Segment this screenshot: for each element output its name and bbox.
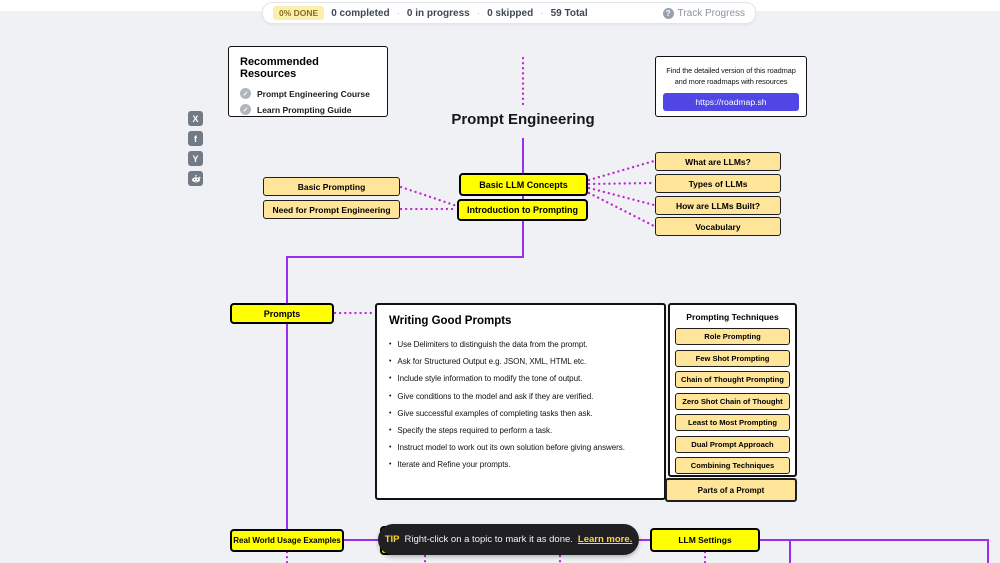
track-progress-button[interactable]: ? Track Progress <box>662 7 745 19</box>
writing-bullet: Use Delimiters to distinguish the data f… <box>389 340 652 349</box>
writing-bullet: Give conditions to the model and ask if … <box>389 392 652 401</box>
total-count: 59 Total <box>550 7 588 19</box>
node-basic-prompting[interactable]: Basic Prompting <box>263 177 400 196</box>
writing-bullet: Instruct model to work out its own solut… <box>389 443 652 452</box>
resource-label: Learn Prompting Guide <box>257 104 352 115</box>
social-share-column: X f Y <box>188 111 203 186</box>
tip-badge: TIP <box>384 534 400 545</box>
prompting-techniques-title: Prompting Techniques <box>686 312 779 322</box>
page-title: Prompt Engineering <box>451 111 595 128</box>
node-dual-prompt-approach[interactable]: Dual Prompt Approach <box>675 435 790 453</box>
reddit-icon[interactable] <box>188 171 203 186</box>
promo-text-line2: and more roadmaps with resources <box>674 77 788 87</box>
node-need-for-prompt-engineering[interactable]: Need for Prompt Engineering <box>263 200 400 219</box>
node-parts-of-a-prompt[interactable]: Parts of a Prompt <box>665 478 797 502</box>
promo-text-line1: Find the detailed version of this roadma… <box>666 66 796 75</box>
node-role-prompting[interactable]: Role Prompting <box>675 328 790 345</box>
writing-bullet: Ask for Structured Output e.g. JSON, XML… <box>389 357 652 366</box>
twitter-x-icon[interactable]: X <box>188 111 203 126</box>
prompting-techniques-box: Prompting Techniques Role Prompting Few … <box>668 303 797 477</box>
check-circle-icon: ✓ <box>240 104 251 115</box>
node-what-are-llms[interactable]: What are LLMs? <box>655 152 781 171</box>
resources-title: Recommended Resources <box>240 56 319 80</box>
completed-count: 0 completed <box>331 7 390 19</box>
roadmap-sh-link-button[interactable]: https://roadmap.sh <box>663 92 799 111</box>
recommended-resources-box: Recommended Resources ✓ Prompt Engineeri… <box>228 46 388 117</box>
node-real-world-usage-examples[interactable]: Real World Usage Examples <box>230 529 344 552</box>
facebook-icon[interactable]: f <box>188 131 203 146</box>
skipped-count: 0 skipped <box>487 7 534 19</box>
separator: · <box>540 7 544 19</box>
progress-bar: 0% DONE 0 completed · 0 in progress · 0 … <box>262 2 756 24</box>
resource-link[interactable]: ✓ Learn Prompting Guide <box>240 104 376 115</box>
writing-good-prompts-box[interactable]: Writing Good Prompts Use Delimiters to d… <box>375 303 666 500</box>
node-combining-techniques[interactable]: Combining Techniques <box>675 457 790 474</box>
track-progress-label: Track Progress <box>677 7 745 19</box>
node-basic-llm-concepts[interactable]: Basic LLM Concepts <box>459 173 588 196</box>
writing-good-prompts-title: Writing Good Prompts <box>389 315 512 327</box>
node-few-shot-prompting[interactable]: Few Shot Prompting <box>675 349 790 367</box>
writing-bullet: Give successful examples of completing t… <box>389 409 652 418</box>
writing-bullet: Include style information to modify the … <box>389 374 652 383</box>
writing-good-prompts-list: Use Delimiters to distinguish the data f… <box>389 340 652 469</box>
separator: · <box>396 7 400 19</box>
node-prompts[interactable]: Prompts <box>230 303 334 324</box>
question-circle-icon: ? <box>662 7 674 19</box>
resource-link[interactable]: ✓ Prompt Engineering Course <box>240 88 376 99</box>
tip-text: Right-click on a topic to mark it as don… <box>404 534 573 545</box>
resource-label: Prompt Engineering Course <box>257 88 370 99</box>
node-llm-settings[interactable]: LLM Settings <box>650 528 760 552</box>
check-circle-icon: ✓ <box>240 88 251 99</box>
separator: · <box>476 7 481 19</box>
node-zero-shot-chain-of-thought[interactable]: Zero Shot Chain of Thought <box>675 392 790 410</box>
node-least-to-most-prompting[interactable]: Least to Most Prompting <box>675 414 790 431</box>
writing-bullet: Specify the steps required to perform a … <box>389 426 652 435</box>
node-chain-of-thought-prompting[interactable]: Chain of Thought Prompting <box>675 371 790 388</box>
hackernews-icon[interactable]: Y <box>188 151 203 166</box>
tip-learn-more-link[interactable]: Learn more. <box>577 534 633 545</box>
node-introduction-to-prompting[interactable]: Introduction to Prompting <box>457 199 588 221</box>
in-progress-count: 0 in progress <box>406 7 470 19</box>
done-percent-badge: 0% DONE <box>273 6 325 20</box>
writing-bullet: Iterate and Refine your prompts. <box>389 460 652 469</box>
node-types-of-llms[interactable]: Types of LLMs <box>655 174 781 193</box>
roadmap-promo-box: Find the detailed version of this roadma… <box>655 56 807 117</box>
node-how-are-llms-built[interactable]: How are LLMs Built? <box>655 196 781 215</box>
node-vocabulary[interactable]: Vocabulary <box>655 217 781 236</box>
tip-toast: TIP Right-click on a topic to mark it as… <box>378 524 639 555</box>
